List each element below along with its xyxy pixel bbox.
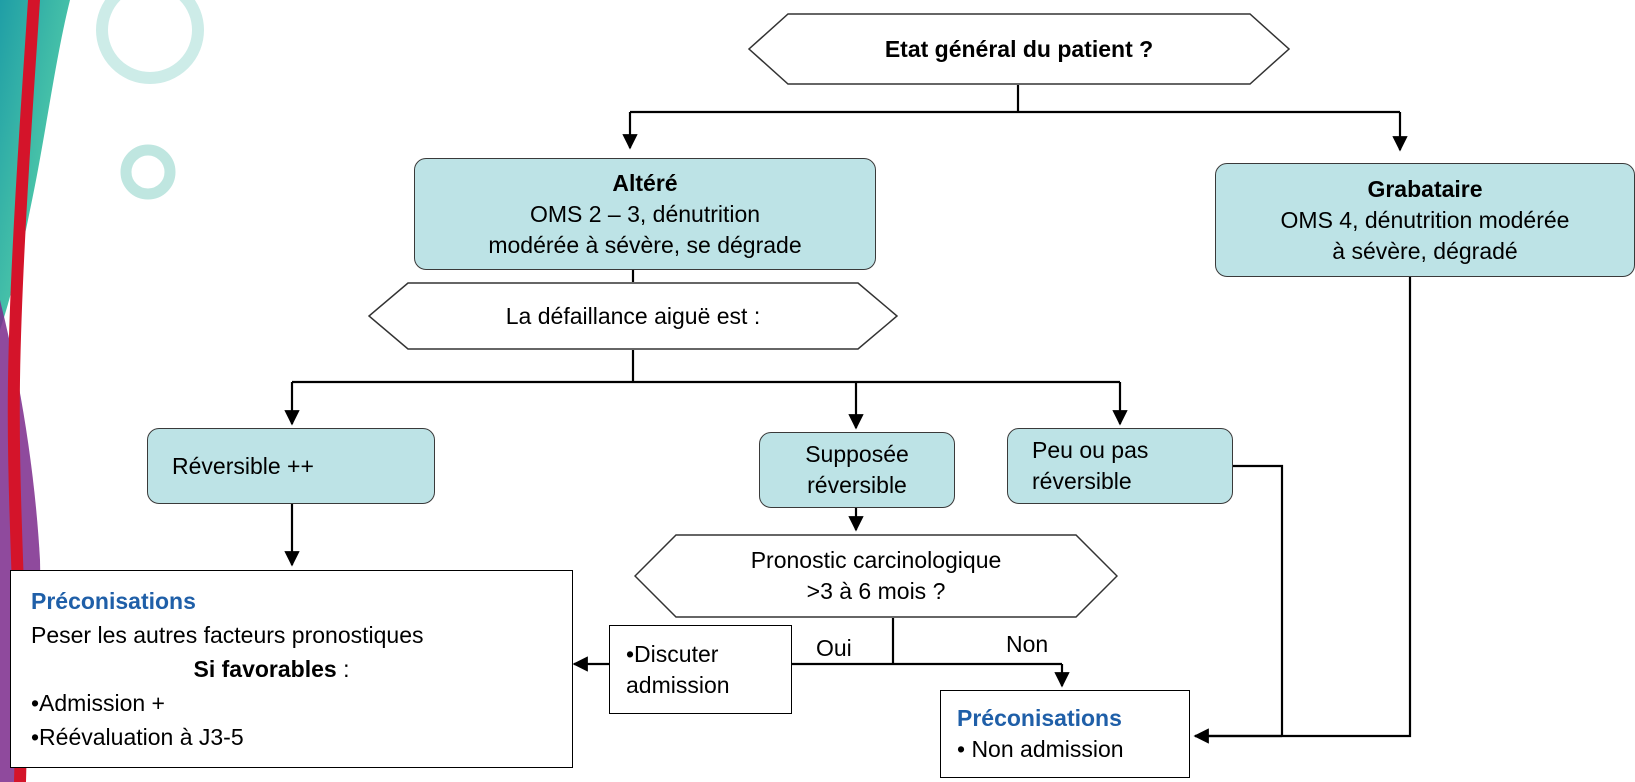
preco-left-favorables-rest: : <box>336 656 350 682</box>
decision-defaillance-label: La défaillance aiguë est : <box>505 302 761 329</box>
node-altere-title: Altéré <box>612 169 678 196</box>
conn-peu-to-bottom <box>1233 464 1284 736</box>
node-altere: Altéré OMS 2 – 3, dénutrition modérée à … <box>414 158 876 270</box>
node-discuter-line2: admission <box>626 671 730 698</box>
conn-grabataire-down <box>1195 277 1412 738</box>
decision-general-state: Etat général du patient ? <box>748 13 1290 85</box>
node-grabataire-title: Grabataire <box>1367 175 1483 202</box>
deco-ring-large <box>96 0 204 84</box>
preco-left-title: Préconisations <box>31 588 196 614</box>
node-preco-left: Préconisations Peser les autres facteurs… <box>10 570 573 768</box>
preco-right-title: Préconisations <box>957 705 1122 731</box>
node-grabataire: Grabataire OMS 4, dénutrition modérée à … <box>1215 163 1635 277</box>
label-non: Non <box>1006 631 1049 657</box>
node-discuter: •Discuter admission <box>609 625 792 714</box>
decision-pronostic-line2: >3 à 6 mois ? <box>806 578 946 604</box>
preco-left-line1: Peser les autres facteurs pronostiques <box>31 622 424 648</box>
node-grabataire-line1: OMS 4, dénutrition modérée <box>1280 206 1570 233</box>
decision-pronostic-label: Pronostic carcinologique >3 à 6 mois ? <box>634 534 1118 618</box>
preco-left-bullet2: •Réévaluation à J3-5 <box>31 724 244 750</box>
decision-defaillance: La défaillance aiguë est : <box>368 282 898 350</box>
node-grabataire-line2: à sévère, dégradé <box>1332 237 1518 264</box>
node-altere-line2: modérée à sévère, se dégrade <box>488 231 802 258</box>
node-peu: Peu ou pas réversible <box>1007 428 1233 504</box>
deco-ring-small <box>120 144 176 200</box>
node-preco-right: Préconisations • Non admission <box>940 690 1190 778</box>
node-reversible-label: Réversible ++ <box>172 452 314 479</box>
preco-left-bullet1: •Admission + <box>31 690 165 716</box>
node-supposee-line1: Supposée <box>805 441 909 467</box>
node-altere-line1: OMS 2 – 3, dénutrition <box>529 200 761 227</box>
node-supposee-line2: réversible <box>807 472 907 498</box>
preco-left-favorables-bold: Si favorables <box>193 656 337 682</box>
preco-left-favorables: Si favorables : <box>194 652 350 686</box>
node-reversible: Réversible ++ <box>147 428 435 504</box>
node-peu-line2: réversible <box>1032 468 1132 494</box>
decision-general-state-label: Etat général du patient ? <box>884 35 1154 62</box>
node-discuter-line1: •Discuter <box>626 640 719 667</box>
preco-right-bullet1: • Non admission <box>957 736 1124 762</box>
decision-pronostic: Pronostic carcinologique >3 à 6 mois ? <box>634 534 1118 618</box>
node-supposee: Supposée réversible <box>759 432 955 508</box>
label-oui: Oui <box>816 635 852 661</box>
decision-pronostic-line1: Pronostic carcinologique <box>750 547 1002 573</box>
node-peu-line1: Peu ou pas <box>1032 437 1149 463</box>
